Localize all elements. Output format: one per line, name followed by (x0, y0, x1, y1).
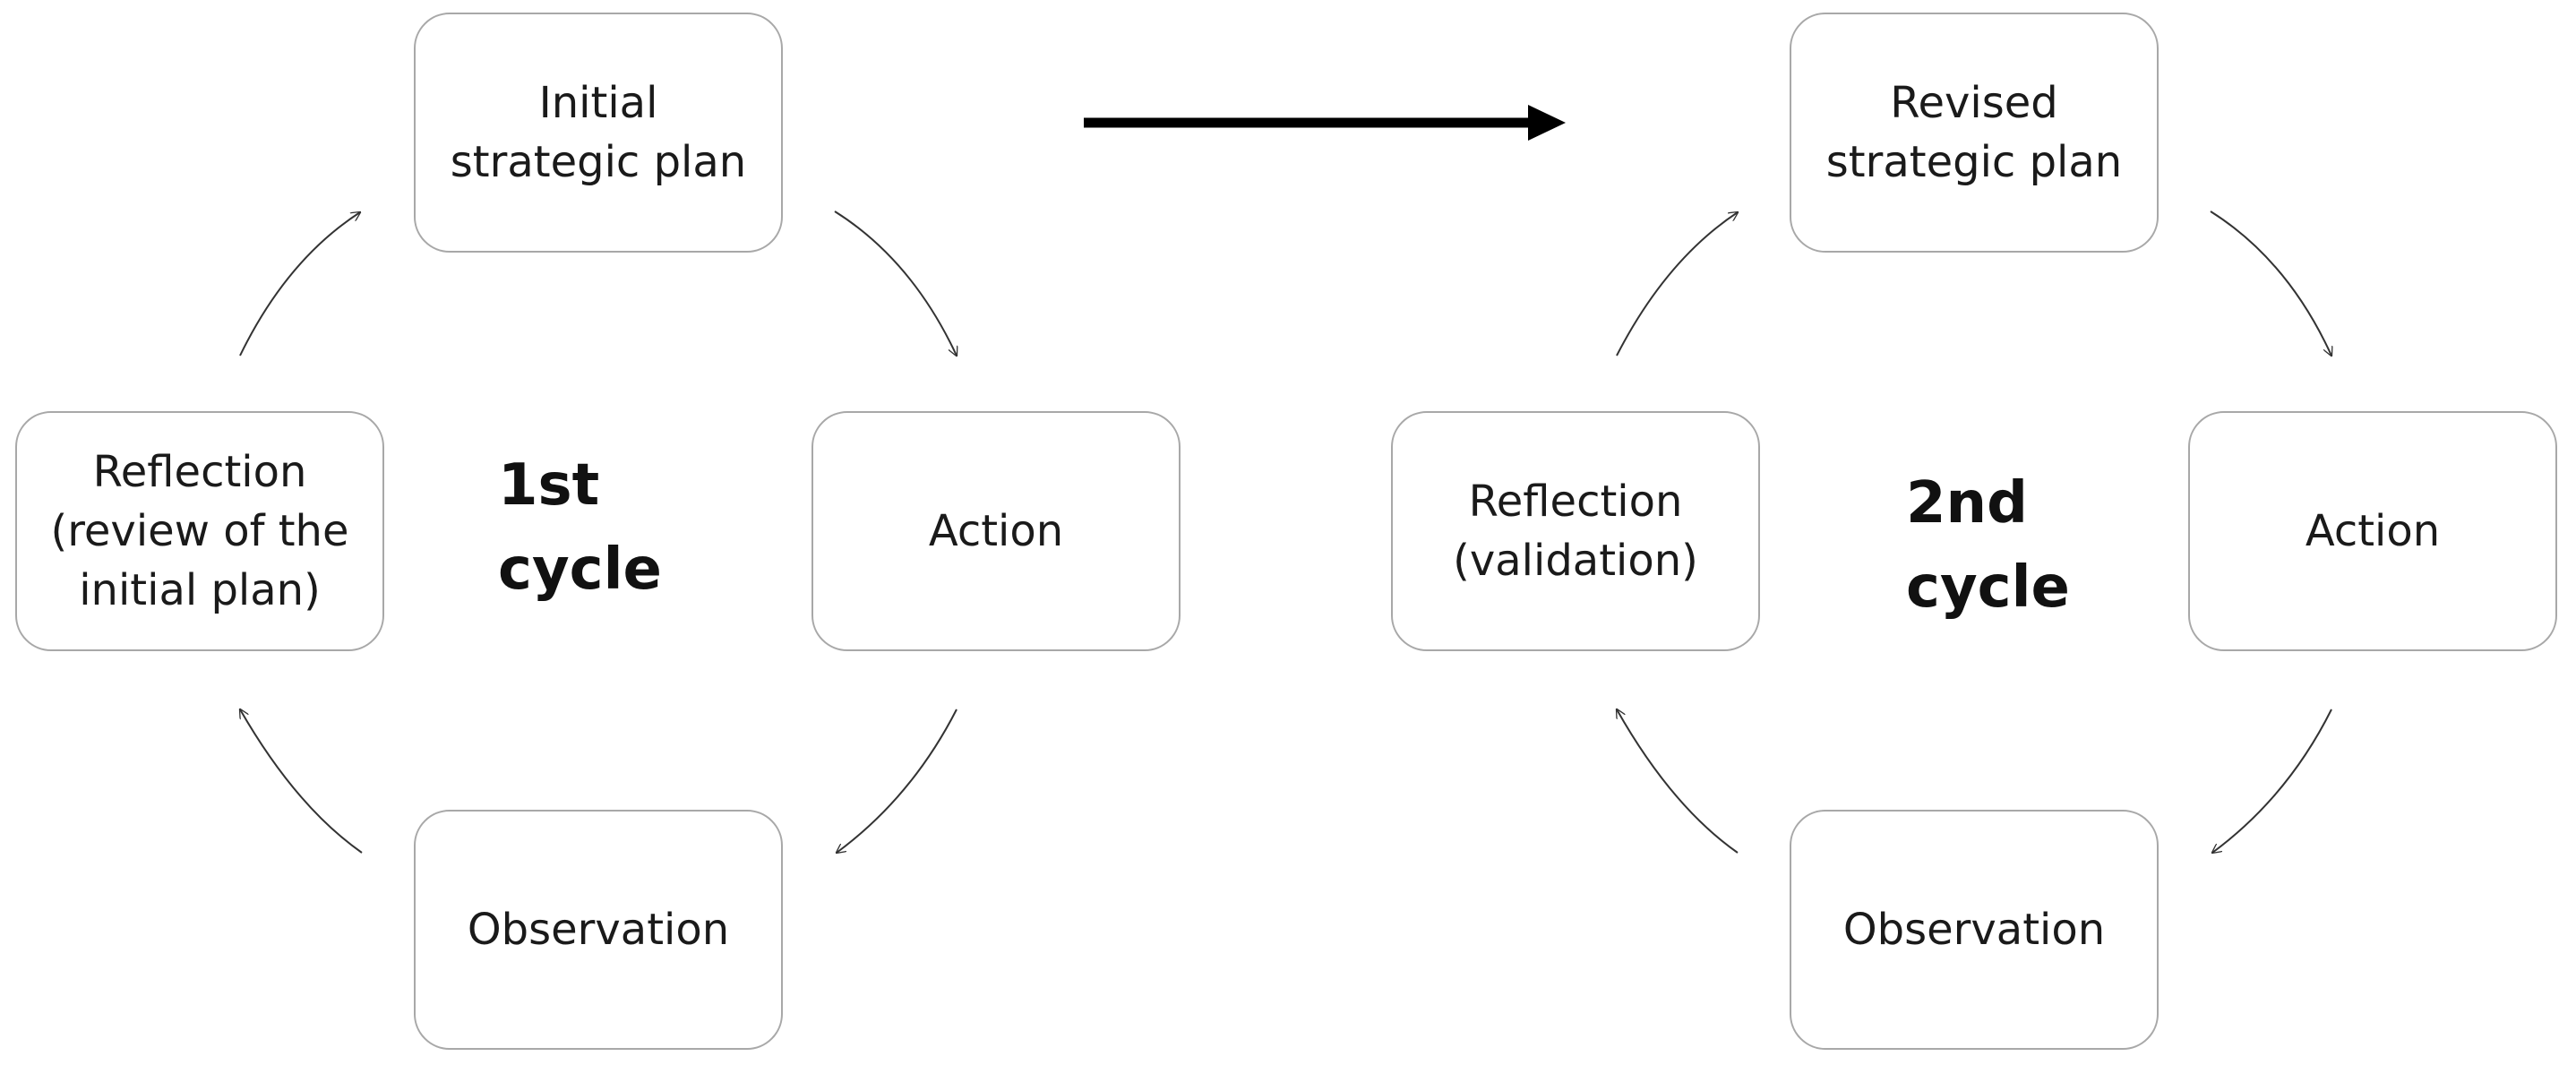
cycle2-action-label: Action (2305, 506, 2441, 556)
cycle1-action-label: Action (928, 506, 1064, 556)
cycle2-observation-box: Observation (1790, 810, 2159, 1050)
cycle2-observation-label: Observation (1842, 905, 2106, 955)
cycle1-plan-box: Initial strategic plan (414, 13, 783, 253)
cycle-transition-arrow-head (1528, 105, 1566, 141)
arrow-plan-to-action-2 (2210, 210, 2331, 356)
arrow-plan-to-action-1 (834, 210, 957, 356)
cycle2-reflection-box: Reflection (validation) (1391, 411, 1760, 651)
cycle2-plan-label: Revised strategic plan (1825, 78, 2123, 187)
arrow-observation-to-reflection-1 (240, 709, 363, 854)
arrow-reflection-to-plan-1 (239, 212, 360, 356)
arrow-reflection-to-plan-2 (1616, 212, 1738, 356)
cycle2-title: 2nd cycle (1906, 470, 2070, 621)
cycle1-reflection-label: Reflection (review of the initial plan) (50, 447, 349, 615)
cycle1-action-box: Action (811, 411, 1181, 651)
cycle1-title: 1st cycle (498, 452, 662, 603)
cycle1-observation-label: Observation (467, 905, 730, 955)
cycle2-action-box: Action (2188, 411, 2557, 651)
cycle1-plan-label: Initial strategic plan (450, 78, 747, 187)
arrow-observation-to-reflection-2 (1617, 709, 1739, 854)
cycle1-reflection-box: Reflection (review of the initial plan) (15, 411, 384, 651)
cycle1-observation-box: Observation (414, 810, 783, 1050)
cycle2-reflection-label: Reflection (validation) (1453, 477, 1698, 586)
arrow-action-to-observation-2 (2212, 709, 2332, 853)
arrow-action-to-observation-1 (837, 709, 957, 853)
cycle2-plan-box: Revised strategic plan (1790, 13, 2159, 253)
